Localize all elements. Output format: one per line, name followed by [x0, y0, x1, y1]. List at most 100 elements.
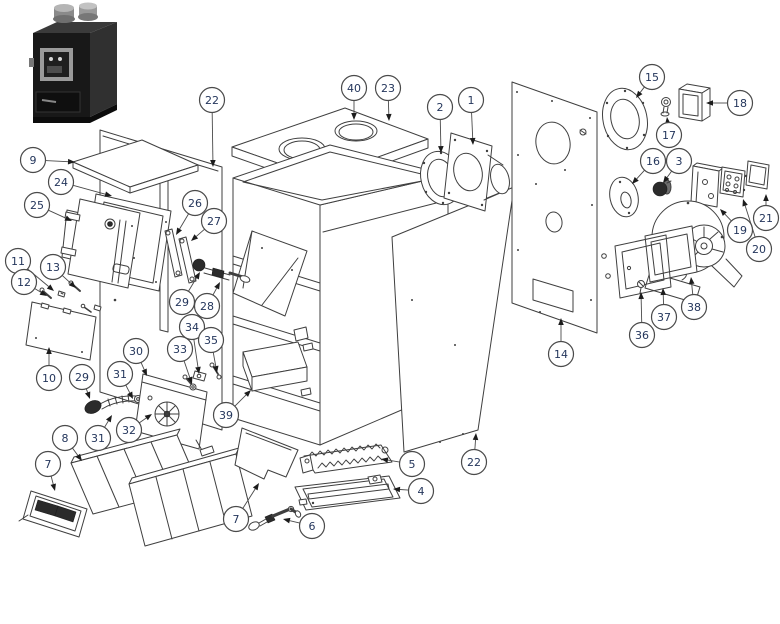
- part-oval-plate: [609, 176, 639, 218]
- part-shaker-grate: [299, 443, 393, 474]
- callout-layer: 1234567789101112131415161718192021222223…: [4, 63, 780, 540]
- callout-number: 28: [200, 300, 214, 313]
- callout-number: 27: [207, 215, 221, 228]
- callout-number: 17: [662, 129, 676, 142]
- callout-10: 10: [35, 347, 63, 392]
- callout-20: 20: [742, 199, 773, 263]
- callout-19: 19: [720, 209, 754, 244]
- callout-number: 16: [646, 155, 660, 168]
- product-photo: [29, 2, 117, 123]
- callout-3: 3: [663, 147, 693, 183]
- callout-number: 40: [347, 82, 361, 95]
- callout-number: 25: [30, 199, 44, 212]
- callout-22: 22: [460, 433, 488, 476]
- callout-number: 18: [733, 97, 747, 110]
- part-crank-handle: [248, 505, 302, 531]
- callout-7: 7: [222, 483, 259, 533]
- callout-number: 21: [759, 212, 773, 225]
- callout-number: 15: [645, 71, 659, 84]
- callout-number: 11: [11, 255, 25, 268]
- callout-number: 4: [418, 485, 425, 498]
- part-access-panel: [25, 301, 97, 361]
- callout-22: 22: [198, 86, 226, 167]
- part-inlet-frame: [644, 225, 698, 283]
- callout-16: 16: [632, 147, 667, 184]
- callout-36: 36: [628, 292, 656, 349]
- callout-27: 27: [191, 207, 228, 241]
- callout-number: 29: [175, 296, 189, 309]
- callout-4: 4: [393, 477, 435, 505]
- callout-number: 34: [185, 321, 199, 334]
- callout-number: 26: [188, 197, 202, 210]
- callout-number: 32: [122, 424, 136, 437]
- callout-number: 37: [657, 311, 671, 324]
- callout-14: 14: [547, 318, 575, 368]
- callout-number: 29: [75, 371, 89, 384]
- part-round-flange: [602, 87, 648, 151]
- callout-number: 2: [437, 101, 444, 114]
- callout-number: 13: [46, 261, 60, 274]
- control-door-photo: [29, 48, 73, 81]
- part-junction-box: [678, 83, 711, 122]
- callout-29: 29: [168, 272, 200, 316]
- part-damper-knob: [652, 179, 672, 197]
- callout-number: 20: [752, 243, 766, 256]
- callout-34: 34: [178, 313, 206, 374]
- callout-number: 22: [467, 456, 481, 469]
- part-grate-frame-left: [18, 490, 88, 538]
- callout-30: 30: [122, 337, 150, 376]
- callout-number: 31: [91, 432, 105, 445]
- part-rear-panel: [511, 81, 598, 334]
- callout-number: 22: [205, 94, 219, 107]
- callout-5: 5: [381, 450, 426, 478]
- part-hardware-33-34-35: [182, 362, 222, 391]
- callout-40: 40: [340, 74, 368, 120]
- callout-32: 32: [115, 414, 152, 444]
- callout-number: 7: [45, 458, 52, 471]
- part-hinge-strap-27: [178, 236, 197, 284]
- callout-28: 28: [193, 282, 221, 320]
- part-screw-36: [601, 253, 645, 294]
- callout-number: 6: [309, 520, 316, 533]
- callout-number: 19: [733, 224, 747, 237]
- callout-number: 5: [409, 458, 416, 471]
- part-grate-support-frame: [294, 474, 401, 511]
- callout-33: 33: [166, 335, 194, 384]
- part-shelf-bracket: [242, 326, 309, 392]
- callout-31: 31: [106, 360, 134, 399]
- part-loading-chute: [232, 230, 308, 317]
- callout-number: 35: [204, 334, 218, 347]
- flue-collars-photo: [53, 2, 98, 23]
- callout-37: 37: [650, 288, 678, 331]
- callout-number: 36: [635, 329, 649, 342]
- callout-number: 8: [62, 432, 69, 445]
- callout-number: 39: [219, 409, 233, 422]
- part-damper-rod: [192, 258, 251, 283]
- callout-24: 24: [47, 168, 112, 197]
- callout-1: 1: [457, 86, 485, 145]
- callout-number: 1: [468, 94, 475, 107]
- part-firing-door: [60, 198, 141, 289]
- callout-17: 17: [655, 117, 683, 149]
- callout-23: 23: [374, 74, 402, 121]
- part-motor-bracket: [690, 162, 724, 208]
- part-small-knob: [660, 97, 671, 117]
- callout-38: 38: [680, 277, 708, 321]
- callout-21: 21: [752, 194, 780, 232]
- flue-ring-rear: [334, 120, 378, 142]
- callout-number: 38: [687, 301, 701, 314]
- rear-panel-cutout: [532, 278, 574, 313]
- callout-number: 9: [30, 154, 37, 167]
- callout-number: 14: [554, 348, 568, 361]
- part-firebrick-set-front: [128, 447, 253, 547]
- rear-panel-large-hole: [535, 121, 571, 165]
- part-cover-plate: [745, 160, 770, 190]
- callout-number: 24: [54, 176, 68, 189]
- callout-13: 13: [39, 253, 76, 288]
- part-flue-collar: [443, 132, 510, 212]
- part-hinge-strap-26: [164, 228, 183, 278]
- callout-26: 26: [176, 189, 209, 235]
- callout-number: 3: [676, 155, 683, 168]
